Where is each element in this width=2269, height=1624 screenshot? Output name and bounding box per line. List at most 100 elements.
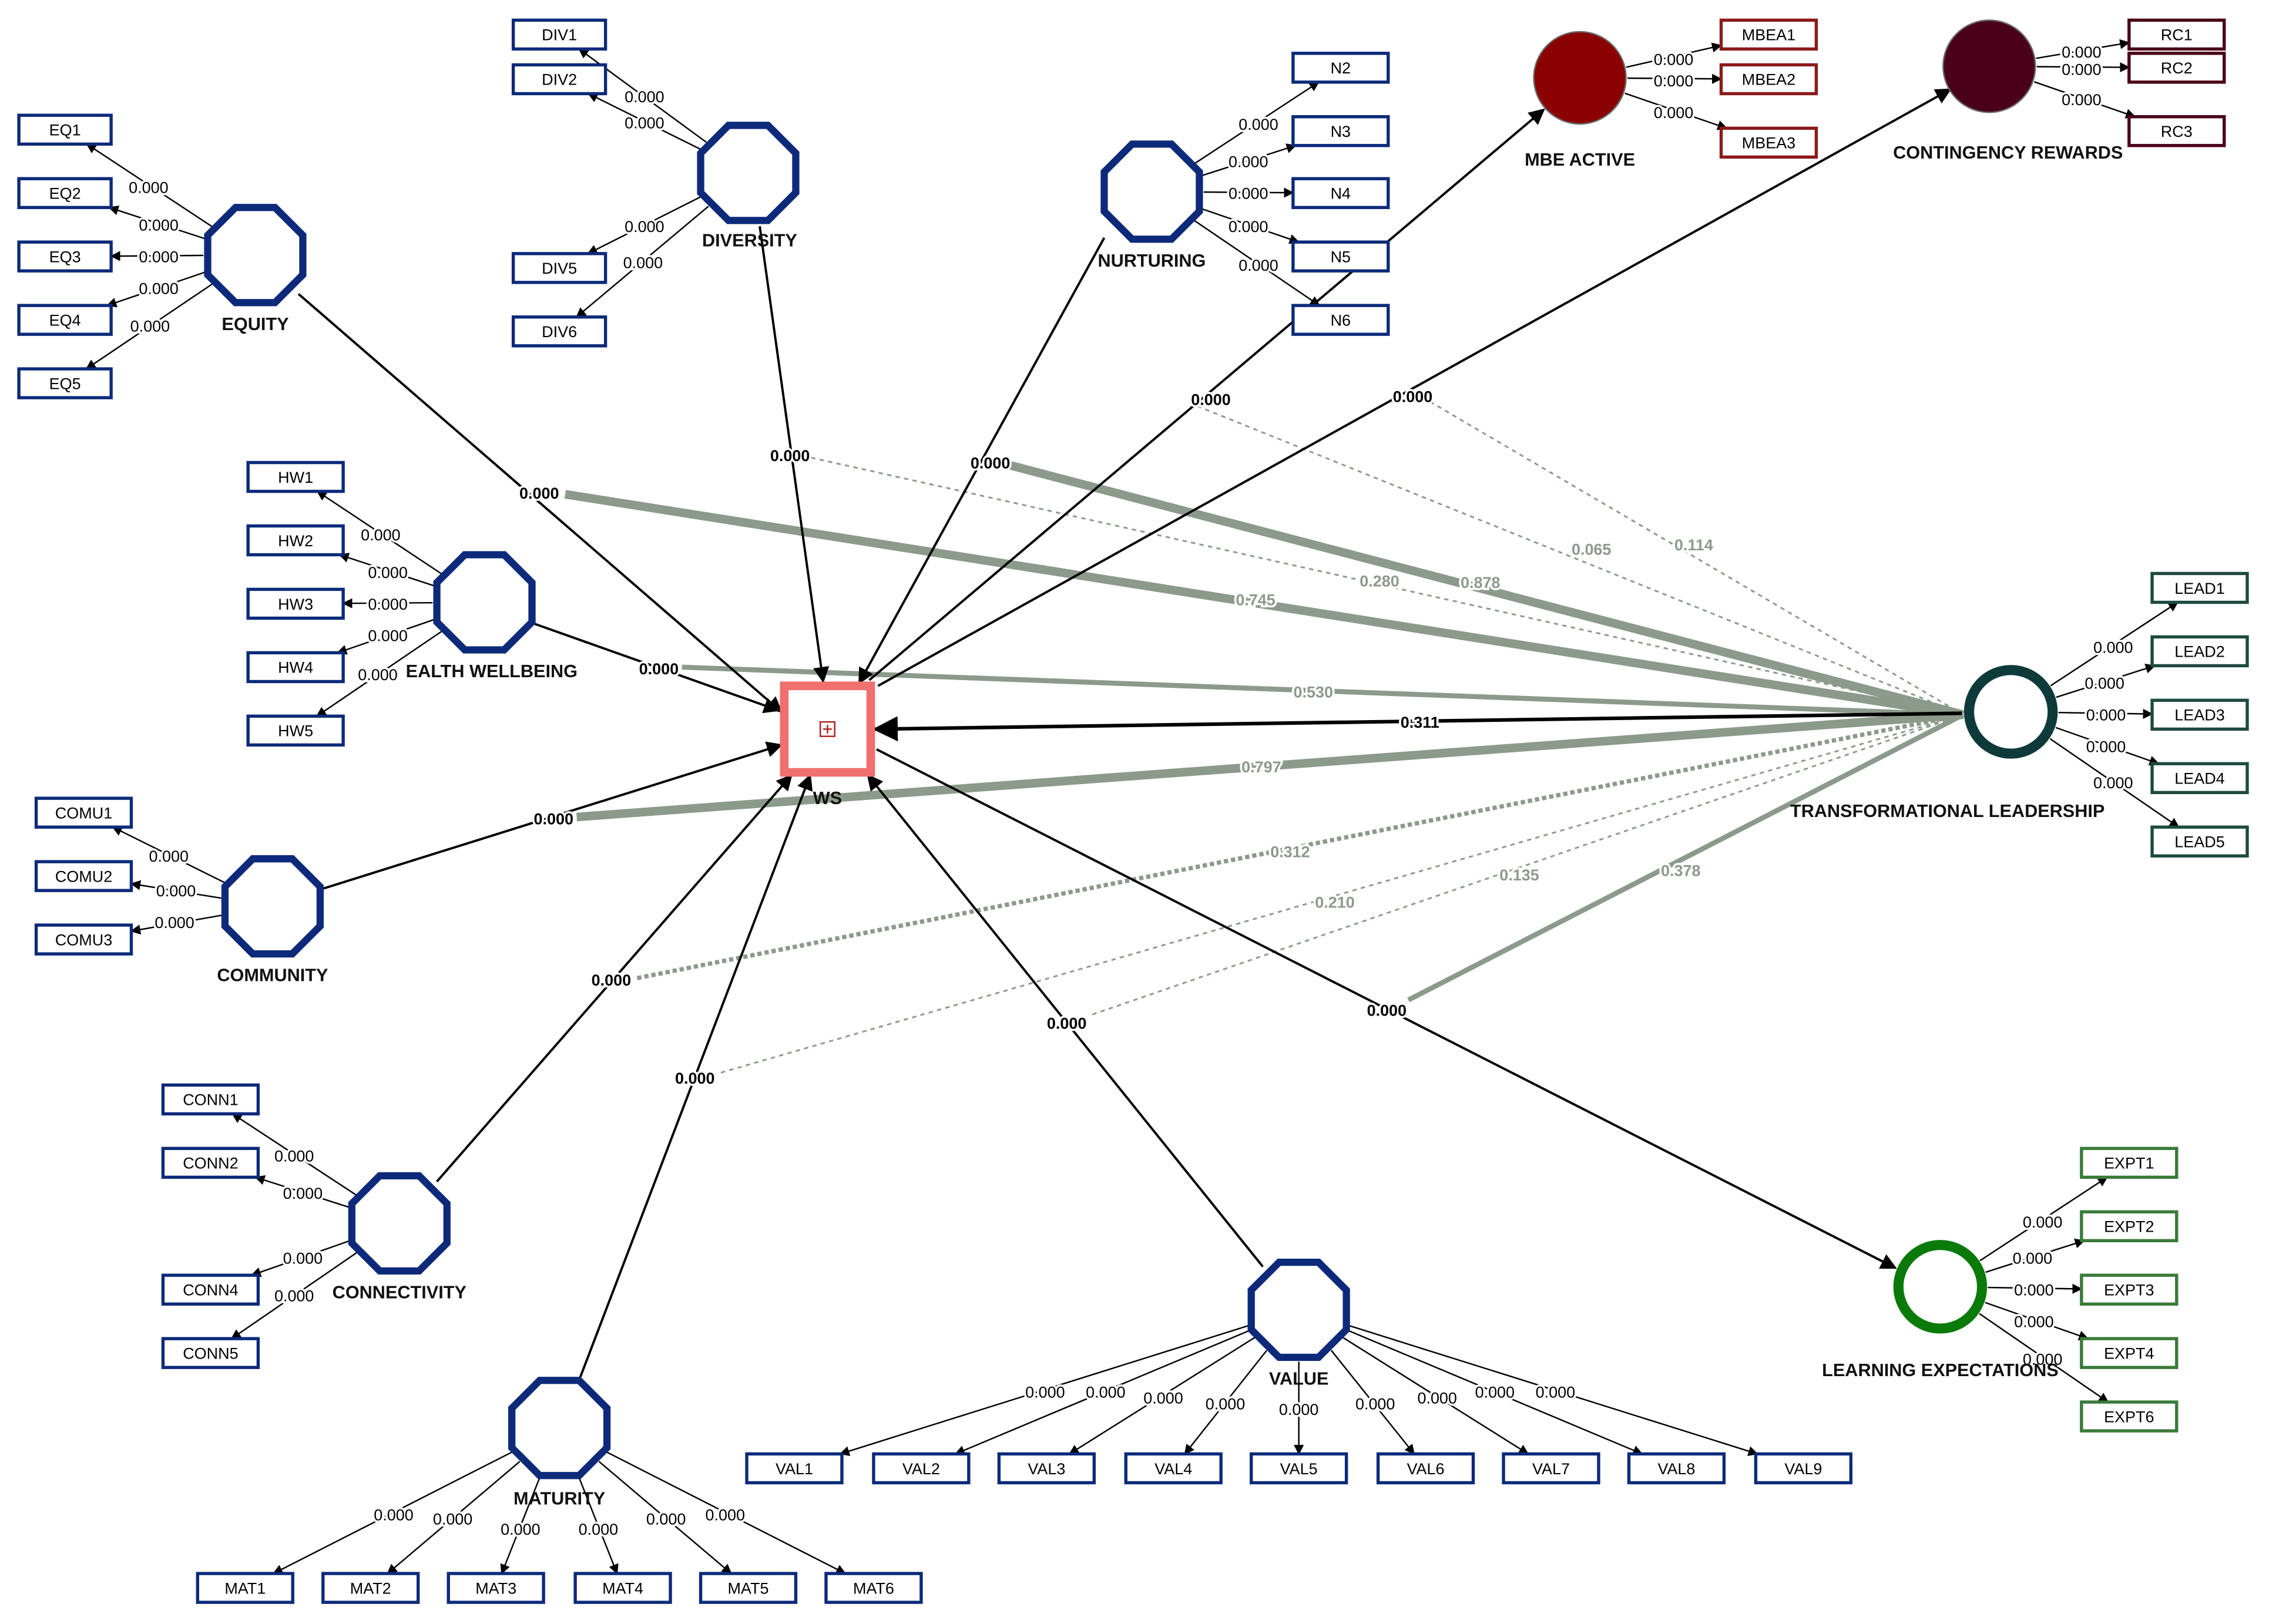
construct-connectivity[interactable]: CONNECTIVITY bbox=[333, 1172, 466, 1303]
structural-path-label: 0.000 bbox=[1367, 1002, 1407, 1020]
indicator-box-expt6[interactable] bbox=[2080, 1400, 2179, 1433]
indicator-edge bbox=[598, 1461, 732, 1575]
construct-equity[interactable]: EQUITY bbox=[204, 204, 307, 334]
indicator-loading-label: 0.000 bbox=[2023, 1350, 2063, 1368]
indicator-label: VAL7 bbox=[1532, 1460, 1570, 1478]
indicator-box-conn4[interactable] bbox=[161, 1273, 260, 1306]
indicator-box-expt2[interactable] bbox=[2080, 1210, 2179, 1243]
indicator-box-hw1[interactable] bbox=[246, 460, 345, 493]
structural-path-le bbox=[875, 748, 1897, 1269]
indicator-box-hw3[interactable] bbox=[246, 587, 345, 620]
indicator-edge bbox=[1348, 1324, 1758, 1456]
indicator-box-div1[interactable] bbox=[511, 18, 607, 51]
indicator-box-comu1[interactable] bbox=[34, 796, 133, 829]
indicator-label: CONN4 bbox=[183, 1282, 238, 1299]
indicator-edge bbox=[1201, 143, 1297, 177]
indicator-box-eq3[interactable] bbox=[17, 240, 113, 273]
structural-path-health bbox=[534, 623, 780, 714]
indicator-box-lead1[interactable] bbox=[2150, 571, 2249, 604]
construct-octagon-shape bbox=[433, 551, 536, 654]
indicator-loading-label: 0.000 bbox=[625, 218, 664, 236]
indicator-box-lead4[interactable] bbox=[2150, 762, 2249, 795]
indicator-box-comu2[interactable] bbox=[34, 860, 133, 892]
indicator-loading-label: 0.000 bbox=[1654, 72, 1693, 90]
indicator-box-div5[interactable] bbox=[511, 252, 607, 284]
indicator-box-n2[interactable] bbox=[1291, 52, 1390, 84]
indicator-edge bbox=[338, 553, 436, 587]
indicator-box-val4[interactable] bbox=[1124, 1452, 1223, 1485]
indicator-box-lead2[interactable] bbox=[2150, 635, 2249, 668]
indicator-label: VAL2 bbox=[902, 1460, 940, 1478]
indicator-box-expt3[interactable] bbox=[2080, 1273, 2179, 1306]
construct-le[interactable]: LEARNING EXPECTATIONS bbox=[1822, 1240, 2059, 1380]
indicator-box-hw2[interactable] bbox=[246, 524, 345, 557]
indicator-loading-label: 0.000 bbox=[1654, 104, 1693, 122]
indicator-box-expt4[interactable] bbox=[2080, 1337, 2179, 1369]
construct-rc[interactable]: CONTINGENCY REWARDS bbox=[1893, 19, 2123, 163]
indicator-box-n5[interactable] bbox=[1291, 240, 1390, 273]
moderation-path-equity bbox=[564, 490, 1964, 719]
indicator-label: EQ4 bbox=[49, 311, 81, 329]
indicator-box-mat3[interactable] bbox=[447, 1572, 545, 1604]
structural-path-value bbox=[867, 774, 1264, 1267]
indicator-box-val7[interactable] bbox=[1502, 1452, 1600, 1485]
indicator-box-conn2[interactable] bbox=[161, 1146, 260, 1179]
indicator-box-val9[interactable] bbox=[1754, 1452, 1853, 1485]
indicator-box-val5[interactable] bbox=[1250, 1452, 1348, 1485]
indicator-box-comu3[interactable] bbox=[34, 923, 133, 956]
indicator-label: EXPT4 bbox=[2104, 1344, 2154, 1362]
indicator-loading-label: 0.000 bbox=[368, 596, 408, 613]
construct-tl[interactable]: TRANSFORMATIONAL LEADERSHIP bbox=[1790, 665, 2104, 821]
indicator-edge bbox=[108, 205, 206, 240]
indicator-box-lead5[interactable] bbox=[2150, 825, 2249, 858]
indicator-box-conn1[interactable] bbox=[161, 1083, 260, 1116]
construct-mbe[interactable]: MBE ACTIVE bbox=[1525, 31, 1635, 170]
indicator-box-val2[interactable] bbox=[872, 1452, 971, 1485]
construct-community[interactable]: COMMUNITY bbox=[217, 855, 328, 986]
indicator-box-hw5[interactable] bbox=[246, 714, 345, 747]
construct-maturity[interactable]: MATURITY bbox=[508, 1377, 611, 1508]
indicator-box-mbea1[interactable] bbox=[1719, 18, 1818, 51]
indicator-box-mat2[interactable] bbox=[321, 1572, 420, 1604]
indicator-box-mbea3[interactable] bbox=[1719, 126, 1818, 159]
indicator-box-val1[interactable] bbox=[745, 1452, 844, 1485]
indicator-box-lead3[interactable] bbox=[2150, 698, 2249, 731]
indicator-box-conn5[interactable] bbox=[161, 1337, 260, 1369]
indicator-box-mat1[interactable] bbox=[196, 1572, 294, 1604]
indicator-box-div2[interactable] bbox=[511, 63, 607, 96]
indicator-box-rc3[interactable] bbox=[2127, 115, 2226, 147]
indicator-box-mat5[interactable] bbox=[699, 1572, 798, 1604]
indicator-box-val6[interactable] bbox=[1376, 1452, 1475, 1485]
indicator-box-val3[interactable] bbox=[997, 1452, 1096, 1485]
indicator-box-div6[interactable] bbox=[511, 315, 607, 348]
construct-ws[interactable]: WS bbox=[780, 681, 875, 808]
indicator-box-eq1[interactable] bbox=[17, 113, 113, 146]
moderation-path-diversity bbox=[807, 456, 1963, 716]
indicator-box-n4[interactable] bbox=[1291, 177, 1390, 209]
construct-value[interactable]: VALUE bbox=[1247, 1258, 1350, 1389]
indicator-box-eq5[interactable] bbox=[17, 367, 113, 399]
indicator-box-n3[interactable] bbox=[1291, 115, 1390, 147]
construct-label: MATURITY bbox=[513, 1488, 605, 1508]
construct-health[interactable]: EALTH WELLBEING bbox=[406, 551, 578, 682]
indicator-box-expt1[interactable] bbox=[2080, 1146, 2179, 1179]
construct-label: LEARNING EXPECTATIONS bbox=[1822, 1360, 2059, 1380]
indicator-box-n6[interactable] bbox=[1291, 304, 1390, 336]
indicator-edge bbox=[230, 1252, 357, 1340]
indicator-label: HW5 bbox=[278, 722, 313, 740]
indicator-box-hw4[interactable] bbox=[246, 651, 345, 684]
indicator-edge bbox=[336, 618, 436, 655]
indicator-box-rc2[interactable] bbox=[2127, 52, 2226, 84]
indicator-box-val8[interactable] bbox=[1627, 1452, 1726, 1485]
indicator-box-mat4[interactable] bbox=[573, 1572, 672, 1604]
indicator-box-mat6[interactable] bbox=[824, 1572, 923, 1604]
indicator-box-eq2[interactable] bbox=[17, 177, 113, 209]
indicator-box-mbea2[interactable] bbox=[1719, 63, 1818, 96]
indicator-box-eq4[interactable] bbox=[17, 304, 113, 336]
construct-nurturing[interactable]: NURTURING bbox=[1097, 140, 1206, 271]
indicator-label: LEAD1 bbox=[2174, 580, 2224, 597]
indicator-box-rc1[interactable] bbox=[2127, 18, 2226, 51]
moderation-path-label: 0.210 bbox=[1315, 894, 1355, 912]
indicator-edge bbox=[1200, 207, 1300, 244]
construct-diversity[interactable]: DIVERSITY bbox=[697, 122, 800, 251]
